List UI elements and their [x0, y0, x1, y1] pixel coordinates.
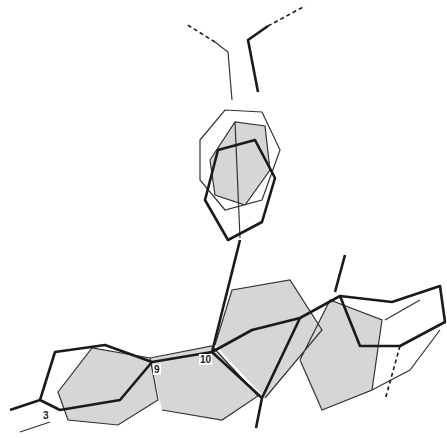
atom-number: 10 [199, 354, 212, 365]
atom-number: 9 [153, 364, 161, 375]
dashed-bonds [186, 6, 400, 400]
atom-number: 3 [42, 410, 50, 421]
thick-bonds [10, 26, 445, 428]
thin-bonds [20, 42, 440, 432]
shaded-ring [58, 122, 382, 425]
